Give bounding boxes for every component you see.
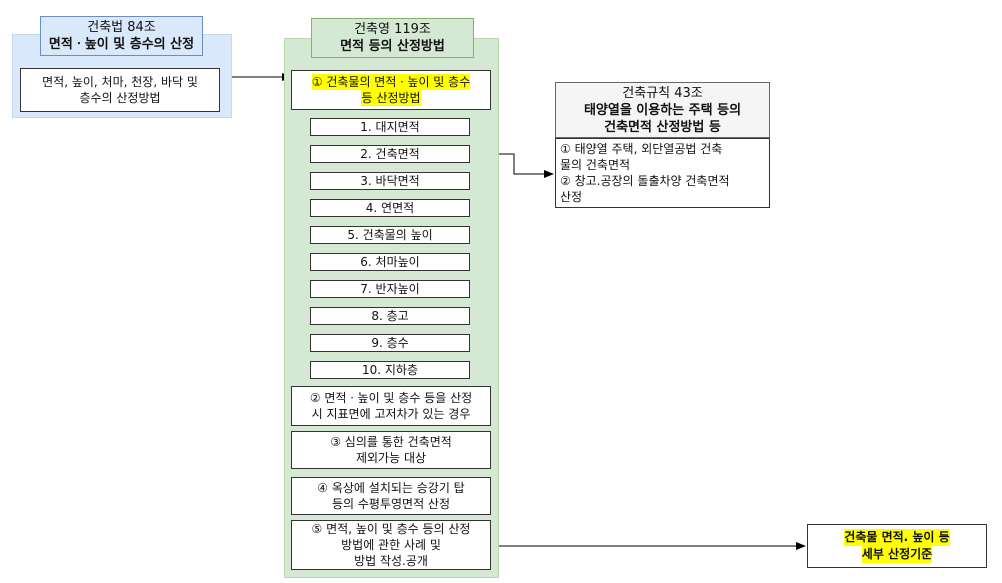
rule43-header: 건축규칙 43조 태양열을 이용하는 주택 등의 건축면적 산정방법 등 <box>555 82 770 138</box>
law84-box-line1: 면적, 높이, 처마, 천장, 바닥 및 <box>42 75 198 89</box>
decree-item-5: 5. 건축물의 높이 <box>310 226 470 244</box>
rule43-box-line3: ② 창고.공장의 돌출차양 건축면적 <box>560 174 730 188</box>
law84-header: 건축법 84조 면적ㆍ높이 및 층수의 산정 <box>40 16 203 56</box>
decree-item-4: 4. 연면적 <box>310 199 470 217</box>
decree-section5-line2: 방법에 관한 사례 및 <box>341 538 441 552</box>
decree-section5-line3: 방법 작성.공개 <box>354 554 428 568</box>
law84-box-line2: 층수의 산정방법 <box>79 91 161 105</box>
decree-section4: ④ 옥상에 설치되는 승강기 탑 등의 수평투영면적 산정 <box>291 477 491 515</box>
law84-subtitle: 면적ㆍ높이 및 층수의 산정 <box>48 37 195 52</box>
decree-section1: ① 건축물의 면적ㆍ높이 및 층수 등 산정방법 <box>291 70 491 110</box>
decree-item-8: 8. 층고 <box>310 307 470 325</box>
decree-section3-line1: ③ 심의를 통한 건축면적 <box>330 435 452 449</box>
rule43-box-line1: ① 태양열 주택, 외단열공법 건축 <box>560 142 723 156</box>
law84-title: 건축법 84조 <box>87 20 156 35</box>
detail-line1: 건축물 면적. 높이 등 <box>844 529 950 546</box>
decree-section4-line1: ④ 옥상에 설치되는 승강기 탑 <box>317 481 465 495</box>
decree-item-7: 7. 반자높이 <box>310 280 470 298</box>
decree-section5: ⑤ 면적, 높이 및 층수 등의 산정 방법에 관한 사례 및 방법 작성.공개 <box>291 520 491 570</box>
rule43-subtitle-line1: 태양열을 이용하는 주택 등의 <box>583 102 742 118</box>
decree-section2-line2: 시 지표면에 고저차가 있는 경우 <box>311 407 471 421</box>
decree-section1-line1: ① 건축물의 면적ㆍ높이 및 층수 <box>311 74 471 90</box>
decree-section5-line1: ⑤ 면적, 높이 및 층수 등의 산정 <box>311 522 471 536</box>
rule43-box-line2: 물의 건축면적 <box>560 158 631 172</box>
decree-section2-line1: ② 면적ㆍ높이 및 층수 등을 산정 <box>309 391 473 405</box>
decree-section2: ② 면적ㆍ높이 및 층수 등을 산정 시 지표면에 고저차가 있는 경우 <box>291 386 491 426</box>
decree-item-1: 1. 대지면적 <box>310 118 470 136</box>
decree-item-9: 9. 층수 <box>310 334 470 352</box>
decree-title: 건축영 119조 <box>354 22 431 37</box>
decree-section4-line2: 등의 수평투영면적 산정 <box>331 497 451 511</box>
rule43-subtitle-line2: 건축면적 산정방법 등 <box>604 119 721 135</box>
rule43-box-line4: 산정 <box>560 190 583 204</box>
decree-header: 건축영 119조 면적 등의 산정방법 <box>311 18 474 58</box>
decree-section1-line2: 등 산정방법 <box>361 90 421 106</box>
detail-line2: 세부 산정기준 <box>861 546 933 563</box>
decree-subtitle: 면적 등의 산정방법 <box>340 39 445 54</box>
decree-item-2: 2. 건축면적 <box>310 145 470 163</box>
decree-item-3: 3. 바닥면적 <box>310 172 470 190</box>
rule43-box: ① 태양열 주택, 외단열공법 건축 물의 건축면적 ② 창고.공장의 돌출차양… <box>555 138 770 208</box>
law84-box: 면적, 높이, 처마, 천장, 바닥 및 층수의 산정방법 <box>20 68 220 112</box>
decree-item-10: 10. 지하층 <box>310 361 470 379</box>
decree-section3-line2: 제외가능 대상 <box>355 451 427 465</box>
rule43-title: 건축규칙 43조 <box>622 85 703 101</box>
decree-section3: ③ 심의를 통한 건축면적 제외가능 대상 <box>291 431 491 469</box>
detail-criteria-box: 건축물 면적. 높이 등 세부 산정기준 <box>807 524 987 568</box>
decree-item-6: 6. 처마높이 <box>310 253 470 271</box>
